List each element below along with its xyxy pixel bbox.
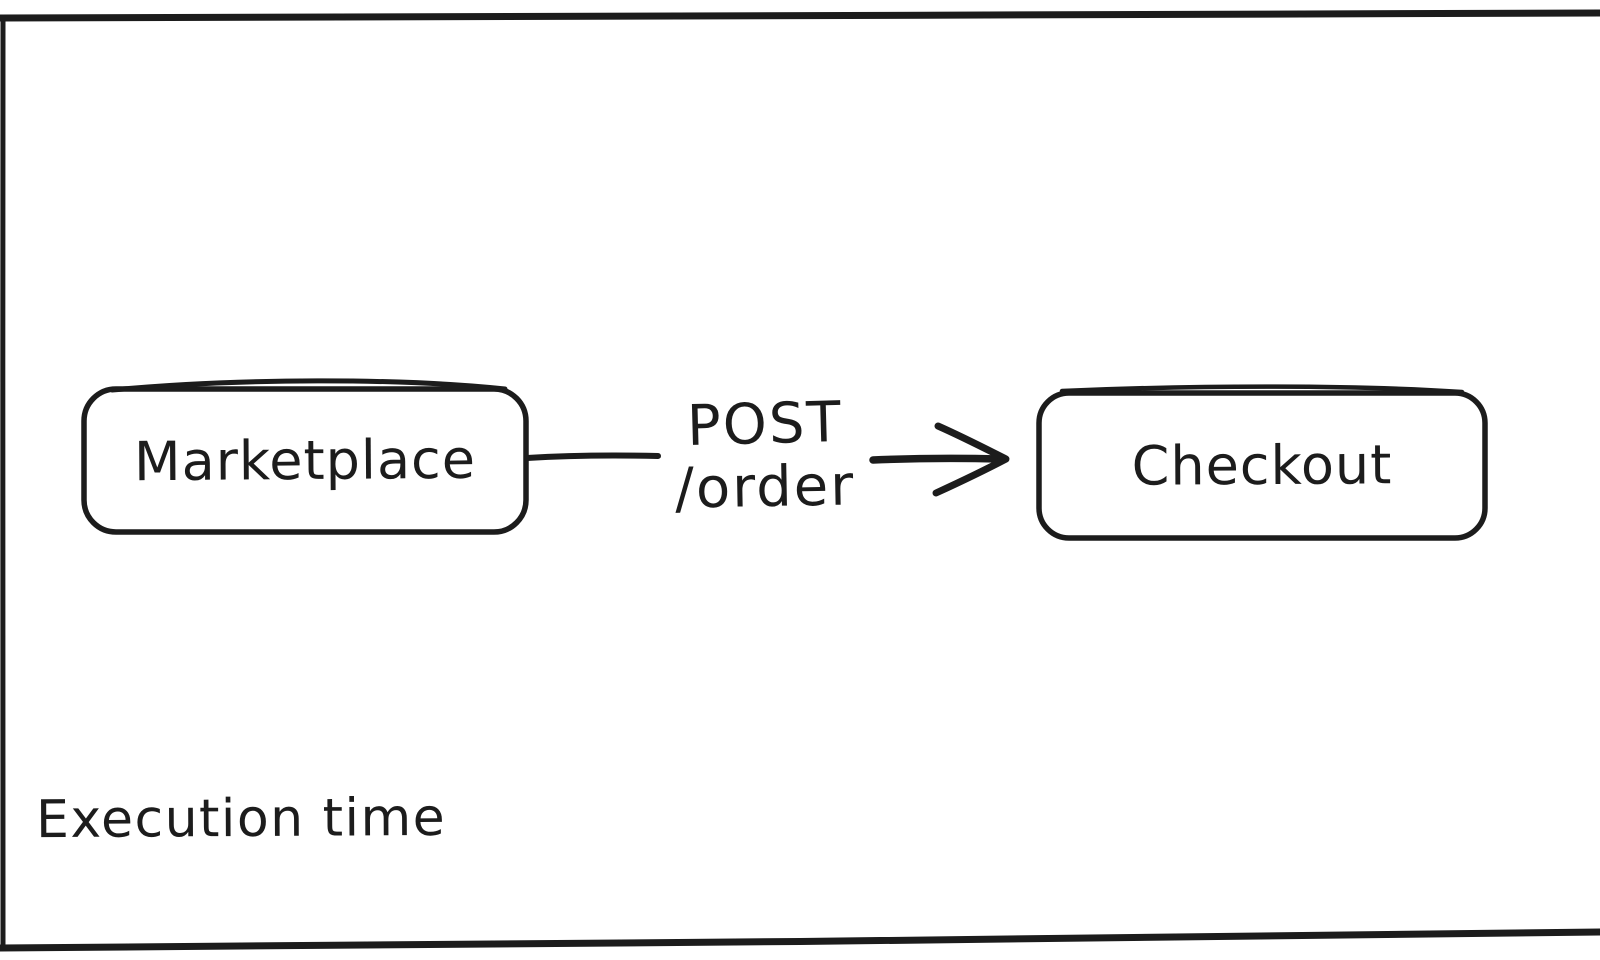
checkout-node-label: Checkout: [1131, 433, 1393, 498]
frame-left-line: [0, 14, 6, 948]
marketplace-node-sketch-stroke: [109, 378, 508, 393]
arrowhead-icon: [932, 422, 1010, 497]
edge-line-right-segment: [869, 454, 1004, 464]
edge-label-method: POST: [686, 389, 844, 460]
frame-bottom-line: [0, 928, 1600, 952]
checkout-node-outline: [1036, 390, 1488, 541]
edge-label-path: /order: [674, 453, 856, 522]
marketplace-node-label: Marketplace: [133, 427, 477, 494]
edge-line-left-segment: [524, 452, 661, 461]
checkout-node-sketch-stroke: [1059, 384, 1465, 395]
frame-top-line: [0, 9, 1600, 22]
execution-time-caption: Execution time: [35, 787, 447, 851]
edge-label: POST /order: [645, 389, 885, 522]
